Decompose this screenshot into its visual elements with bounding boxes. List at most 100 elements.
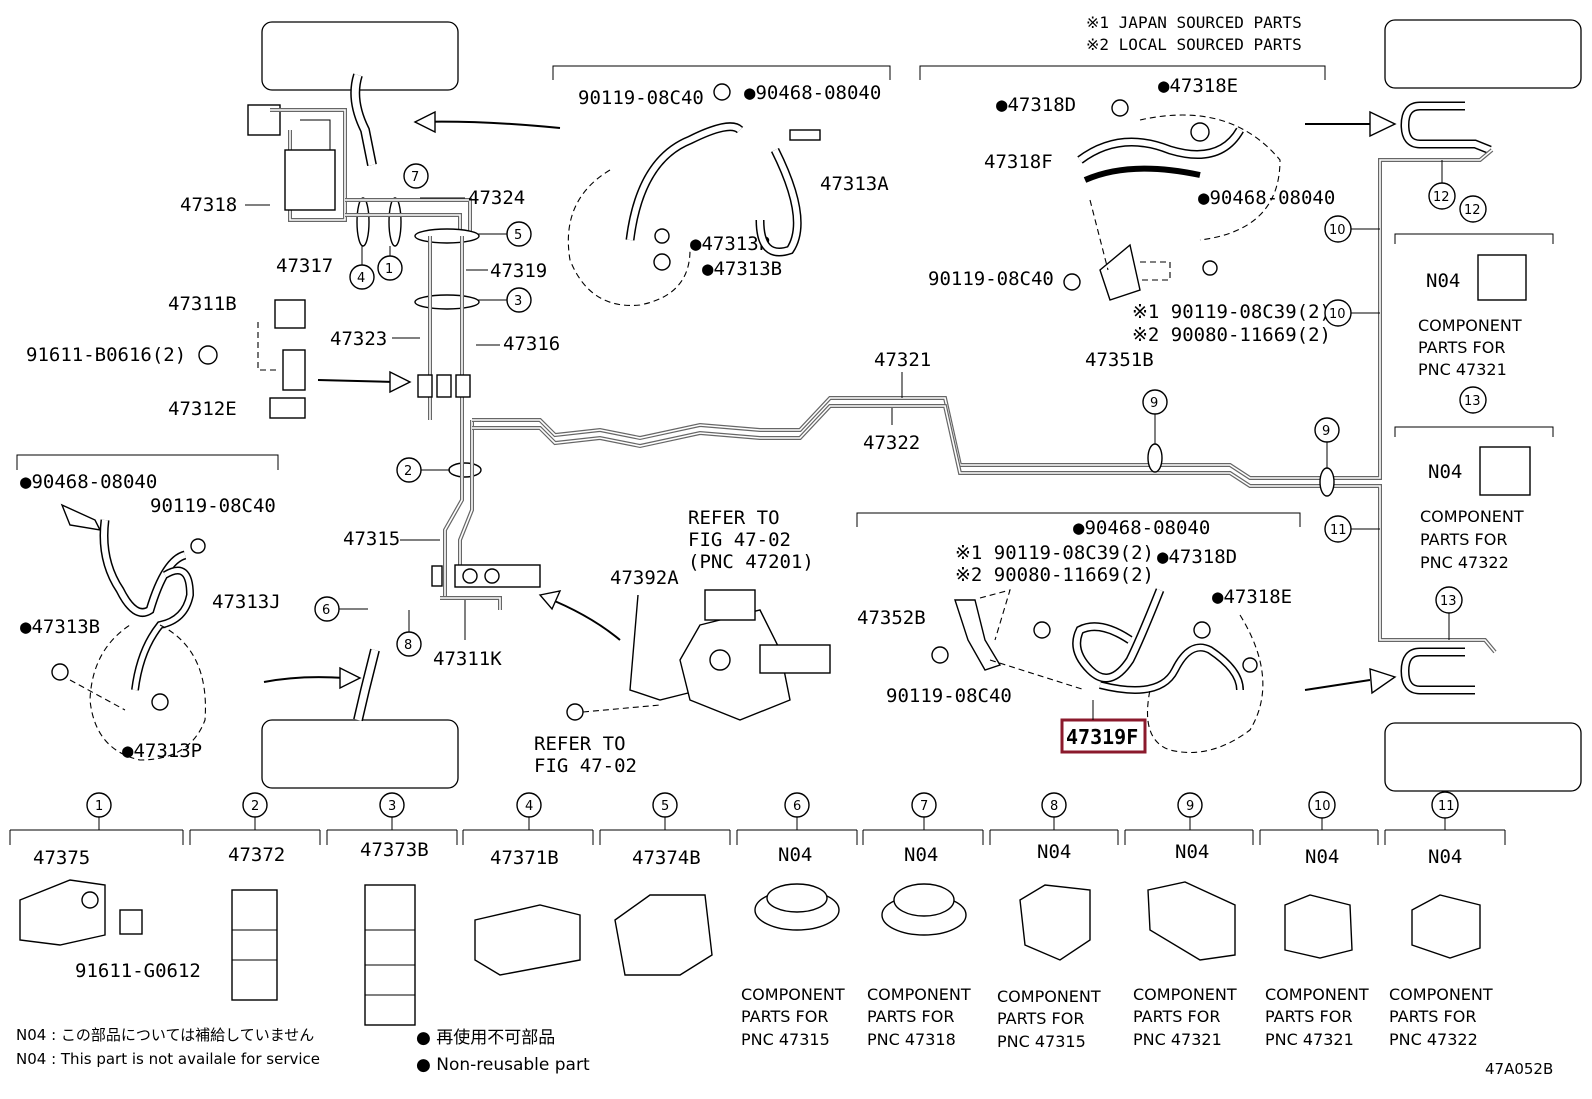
bottom-part-n04-9: N04 [1175,841,1209,863]
refer-fig-1-line1: REFER TO [688,507,780,529]
refer-fig-1-line2: FIG 47-02 [688,529,791,551]
clip-13-icon [1479,446,1531,496]
clamp-47375-icon [19,879,106,946]
comp-a-line2: PARTS FOR [1418,338,1505,357]
label-47311k: 47311K [433,648,502,670]
label-47313p-top: ●47313P [690,233,770,255]
bottom-comp-6-line2: PARTS FOR [741,1007,828,1026]
label-47313p-left: ●47313P [122,740,202,762]
bottom-part-47372: 47372 [228,844,285,866]
note-n04-english: N04 : This part is not availale for serv… [16,1050,320,1068]
svg-text:10: 10 [1329,307,1346,322]
bottom-callout-7: 7 [920,799,928,814]
bottom-comp-8-line1: COMPONENT [997,987,1101,1006]
clip-10-icon [1284,894,1353,959]
svg-text:9: 9 [1150,396,1158,411]
callouts-left-tube: 4 1 7 5 3 2 6 8 [314,163,532,657]
brake-booster-area [247,73,472,247]
label-90468-08040-mid: ●90468-08040 [1073,517,1210,539]
bottom-comp-8-line2: PARTS FOR [997,1009,1084,1028]
bottom-callout-11: 11 [1438,799,1455,814]
bottom-part-47373b: 47373B [360,839,429,861]
label-90119-08c40-right: 90119-08C40 [928,268,1054,290]
callouts-right: 9 9 10 10 11 12 12 13 13 [1142,160,1487,640]
note-nonreusable-english: ● Non-reusable part [416,1055,590,1075]
bottom-comp-7-line3: PNC 47318 [867,1030,956,1049]
svg-text:12: 12 [1433,190,1450,205]
label-47321: 47321 [874,349,931,371]
bottom-comp-6-line3: PNC 47315 [741,1030,830,1049]
bottom-part-47371b: 47371B [490,847,559,869]
bottom-comp-10-line1: COMPONENT [1265,985,1369,1004]
bottom-parts-row [9,829,1506,845]
label-47313b-top: ●47313B [702,258,782,280]
hose-47313a [567,83,821,306]
label-47312e: 47312E [168,398,237,420]
clip-9-icon [1147,881,1236,961]
view-box-top-right [1384,19,1582,89]
label-47324: 47324 [468,187,525,209]
label-47322: 47322 [863,432,920,454]
label-47313a: 47313A [820,173,889,195]
label-47318e-mid: ●47318E [1212,586,1292,608]
bottom-comp-9-line3: PNC 47321 [1133,1030,1222,1049]
svg-text:9: 9 [1322,424,1330,439]
clamp-47373b-icon [364,884,416,1026]
svg-text:1: 1 [385,262,393,277]
comp-a-line3: PNC 47321 [1418,360,1507,379]
svg-text:13: 13 [1440,594,1457,609]
svg-text:5: 5 [514,228,522,243]
clamp-47374b-icon [614,894,713,976]
label-47318: 47318 [180,194,237,216]
label-47352b: 47352B [857,607,926,629]
bottom-part-n04-10: N04 [1305,846,1339,868]
view-box-bottom-left [261,719,459,789]
bottom-part-47374b: 47374B [632,847,701,869]
bottom-comp-9-line1: COMPONENT [1133,985,1237,1004]
bottom-part-n04-8: N04 [1037,841,1071,863]
label-90468-08040-right: ●90468-08040 [1198,187,1335,209]
note-local-sourced: ※2 LOCAL SOURCED PARTS [1086,35,1302,54]
svg-text:13: 13 [1464,394,1481,409]
bottom-comp-10-line3: PNC 47321 [1265,1030,1354,1049]
svg-text:3: 3 [514,294,522,309]
bottom-comp-7-line1: COMPONENT [867,985,971,1004]
label-90119-08c39-mid: ※1 90119-08C39(2) [955,542,1154,564]
label-47323: 47323 [330,328,387,350]
label-90080-11669-mid: ※2 90080-11669(2) [955,564,1154,586]
label-47311b: 47311B [168,293,237,315]
bottom-part-n04-6: N04 [778,844,812,866]
bottom-part-91611-g0612: 91611-G0612 [75,960,201,982]
label-47315: 47315 [343,528,400,550]
label-90119-08c40-mid: 90119-08C40 [886,685,1012,707]
svg-text:7: 7 [411,170,419,185]
label-90119-08c40-top: 90119-08C40 [578,87,704,109]
label-47318d-mid: ●47318D [1157,546,1237,568]
label-90080-11669-top: ※2 90080-11669(2) [1132,324,1331,346]
label-n04-right-a: N04 [1426,270,1460,292]
label-90119-08c40-left: 90119-08C40 [150,495,276,517]
pipe-clamp-assembly [414,228,541,610]
bottom-comp-11-line1: COMPONENT [1389,985,1493,1004]
bottom-comp-10-line2: PARTS FOR [1265,1007,1352,1026]
bottom-part-47375: 47375 [33,847,90,869]
label-47392a: 47392A [610,567,679,589]
svg-text:10: 10 [1329,223,1346,238]
highlighted-part-47319f[interactable] [1060,718,1147,754]
svg-text:12: 12 [1464,203,1481,218]
label-47313b-left: ●47313B [20,616,100,638]
bottom-comp-11-line2: PARTS FOR [1389,1007,1476,1026]
brake-lines-47321-47322 [472,148,1497,654]
svg-text:8: 8 [404,638,412,653]
bottom-comp-11-line3: PNC 47322 [1389,1030,1478,1049]
label-47351b: 47351B [1085,349,1154,371]
label-90468-08040-left: ●90468-08040 [20,471,157,493]
view-box-bottom-right [1384,722,1582,792]
clamp-47372-icon [231,889,278,1001]
bottom-comp-9-line2: PARTS FOR [1133,1007,1220,1026]
bottom-comp-7-line2: PARTS FOR [867,1007,954,1026]
label-47318e-top: ●47318E [1158,75,1238,97]
label-90119-08c39-top: ※1 90119-08C39(2) [1132,301,1331,323]
label-91611-b0616: 91611-B0616(2) [26,344,186,366]
